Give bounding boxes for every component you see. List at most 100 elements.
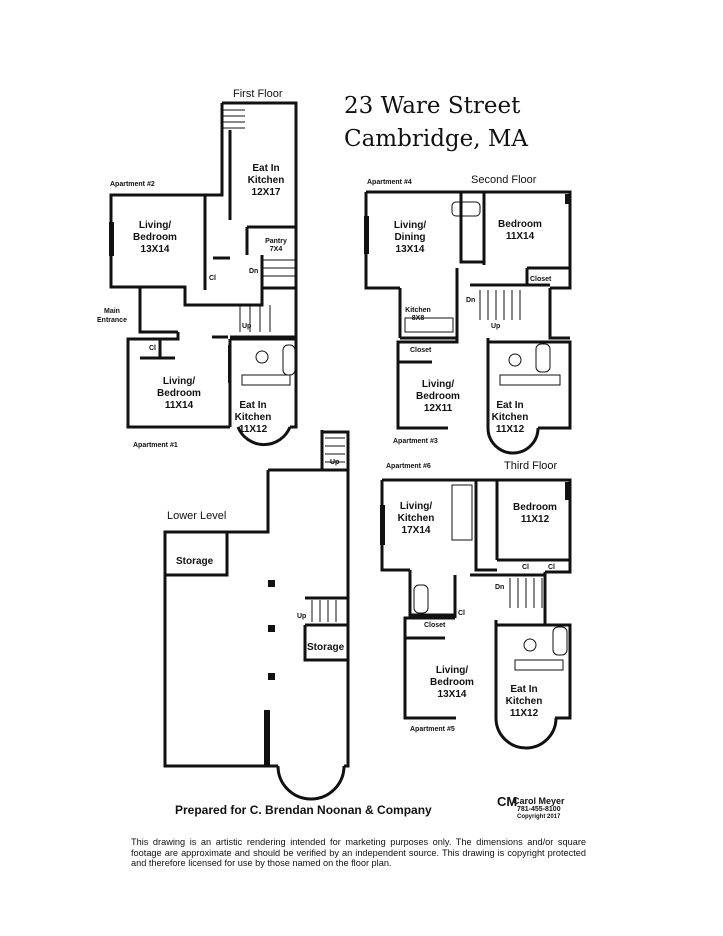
svg-text:Kitchen: Kitchen: [405, 307, 431, 314]
room-tf-bedroom-6: Bedroom 11X12: [513, 502, 557, 525]
room-sf-living-3: Living/ Bedroom 12X11: [416, 379, 460, 414]
svg-text:8X8: 8X8: [412, 315, 425, 322]
svg-text:12X17: 12X17: [252, 187, 281, 198]
closet-tf-c: Cl: [548, 564, 555, 571]
first-floor-label: First Floor: [233, 88, 283, 100]
title-city: Cambridge, MA: [344, 126, 529, 152]
stairs-sf-dn: Dn: [466, 297, 475, 304]
apartment-5-label: Apartment #5: [410, 726, 455, 733]
stairs-tf-dn: Dn: [495, 584, 504, 591]
lower-level-stairs: [311, 437, 345, 622]
closet-tf-d: Cl: [458, 610, 465, 617]
apartment-3-label: Apartment #3: [393, 438, 438, 445]
svg-text:11X14: 11X14: [165, 400, 194, 411]
apartment-2-label: Apartment #2: [110, 181, 155, 188]
svg-text:Main: Main: [104, 308, 120, 315]
svg-text:Eat In: Eat In: [252, 163, 279, 174]
third-floor-label: Third Floor: [504, 460, 558, 472]
svg-text:Eat In: Eat In: [239, 400, 266, 411]
title-address: 23 Ware Street: [344, 93, 521, 119]
third-floor-walls: [380, 478, 572, 750]
svg-text:Bedroom: Bedroom: [498, 219, 542, 230]
second-floor-label: Second Floor: [471, 174, 537, 186]
logo-copyright: Copyright 2017: [517, 814, 561, 820]
svg-text:11X12: 11X12: [510, 708, 539, 719]
room-ff-pantry: Pantry 7X4: [265, 238, 287, 253]
svg-text:13X14: 13X14: [141, 244, 170, 255]
apartment-4-label: Apartment #4: [367, 179, 412, 186]
svg-text:Bedroom: Bedroom: [133, 232, 177, 243]
svg-text:7X4: 7X4: [270, 246, 283, 253]
svg-text:Kitchen: Kitchen: [235, 412, 272, 423]
svg-text:Bedroom: Bedroom: [157, 388, 201, 399]
room-sf-living-4: Living/ Dining 13X14: [394, 220, 426, 255]
room-sf-bedroom-4: Bedroom 11X14: [498, 219, 542, 242]
lower-level-label: Lower Level: [167, 510, 226, 522]
svg-text:Eat In: Eat In: [510, 684, 537, 695]
stairs-ff-up: Up: [242, 323, 251, 330]
main-entrance: Main Entrance: [97, 308, 127, 324]
svg-text:Bedroom: Bedroom: [416, 391, 460, 402]
svg-text:Living/: Living/: [139, 220, 171, 231]
closet-sf-a: Closet: [530, 276, 552, 283]
svg-text:Living/: Living/: [400, 501, 432, 512]
prepared-for: Prepared for C. Brendan Noonan & Company: [175, 803, 432, 817]
svg-text:Kitchen: Kitchen: [398, 513, 435, 524]
svg-text:Living/: Living/: [394, 220, 426, 231]
svg-text:11X12: 11X12: [521, 514, 550, 525]
svg-text:Kitchen: Kitchen: [492, 412, 529, 423]
logo-name: Carol Meyer: [513, 796, 565, 806]
stairs-ff-dn: Dn: [249, 268, 258, 275]
svg-text:11X12: 11X12: [496, 424, 525, 435]
svg-text:13X14: 13X14: [438, 689, 467, 700]
svg-text:Living/: Living/: [163, 376, 195, 387]
first-floor-stairs: [222, 109, 296, 386]
second-floor-walls: [364, 190, 572, 455]
room-ff-kitchen-1: Eat In Kitchen 11X12: [235, 400, 272, 435]
svg-text:Bedroom: Bedroom: [513, 502, 557, 513]
room-tf-kitchen-5: Eat In Kitchen 11X12: [506, 684, 543, 719]
svg-text:Kitchen: Kitchen: [248, 175, 285, 186]
room-tf-living-5: Living/ Bedroom 13X14: [430, 665, 474, 700]
room-sf-kitchen-3: Eat In Kitchen 11X12: [492, 400, 529, 435]
apartment-6-label: Apartment #6: [386, 463, 431, 470]
closet-sf-b: Closet: [410, 347, 432, 354]
svg-text:12X11: 12X11: [424, 403, 453, 414]
room-ff-living-1: Living/ Bedroom 11X14: [157, 376, 201, 411]
second-floor-stairs: [404, 201, 561, 386]
closet-tf-a: Closet: [424, 622, 446, 629]
third-floor-stairs: [413, 484, 568, 671]
svg-text:Kitchen: Kitchen: [506, 696, 543, 707]
closet-tf-b: Cl: [522, 564, 529, 571]
stairs-ll-up-b: Up: [297, 613, 306, 620]
svg-text:Entrance: Entrance: [97, 317, 127, 324]
lower-level-walls: [163, 430, 350, 801]
svg-text:Pantry: Pantry: [265, 238, 287, 245]
svg-text:Eat In: Eat In: [496, 400, 523, 411]
room-sf-kitchen-4: Kitchen 8X8: [405, 307, 431, 322]
svg-text:Bedroom: Bedroom: [430, 677, 474, 688]
svg-text:Living/: Living/: [436, 665, 468, 676]
room-tf-living-6: Living/ Kitchen 17X14: [398, 501, 435, 536]
labels: First Floor Second Floor Third Floor Low…: [97, 88, 558, 733]
svg-text:11X14: 11X14: [506, 231, 535, 242]
svg-text:13X14: 13X14: [396, 244, 425, 255]
stairs-ll-up-a: Up: [330, 459, 339, 466]
room-ff-kitchen: Eat In Kitchen 12X17: [248, 163, 285, 198]
storage-right: Storage: [307, 642, 345, 653]
svg-text:17X14: 17X14: [402, 525, 431, 536]
svg-text:11X12: 11X12: [239, 424, 268, 435]
storage-left: Storage: [176, 556, 214, 567]
apartment-1-label: Apartment #1: [133, 442, 178, 449]
first-floor-walls: [109, 101, 298, 447]
stairs-sf-up: Up: [491, 323, 500, 330]
designer-logo: CM Carol Meyer 781-455-8100 Copyright 20…: [497, 795, 607, 825]
logo-phone: 781-455-8100: [517, 806, 561, 813]
svg-text:Dining: Dining: [394, 232, 425, 243]
closet-ff-b: Cl: [149, 345, 156, 352]
svg-text:Living/: Living/: [422, 379, 454, 390]
room-ff-living-2: Living/ Bedroom 13X14: [133, 220, 177, 255]
closet-ff-a: Cl: [209, 275, 216, 282]
disclaimer: This drawing is an artistic rendering in…: [131, 837, 586, 868]
